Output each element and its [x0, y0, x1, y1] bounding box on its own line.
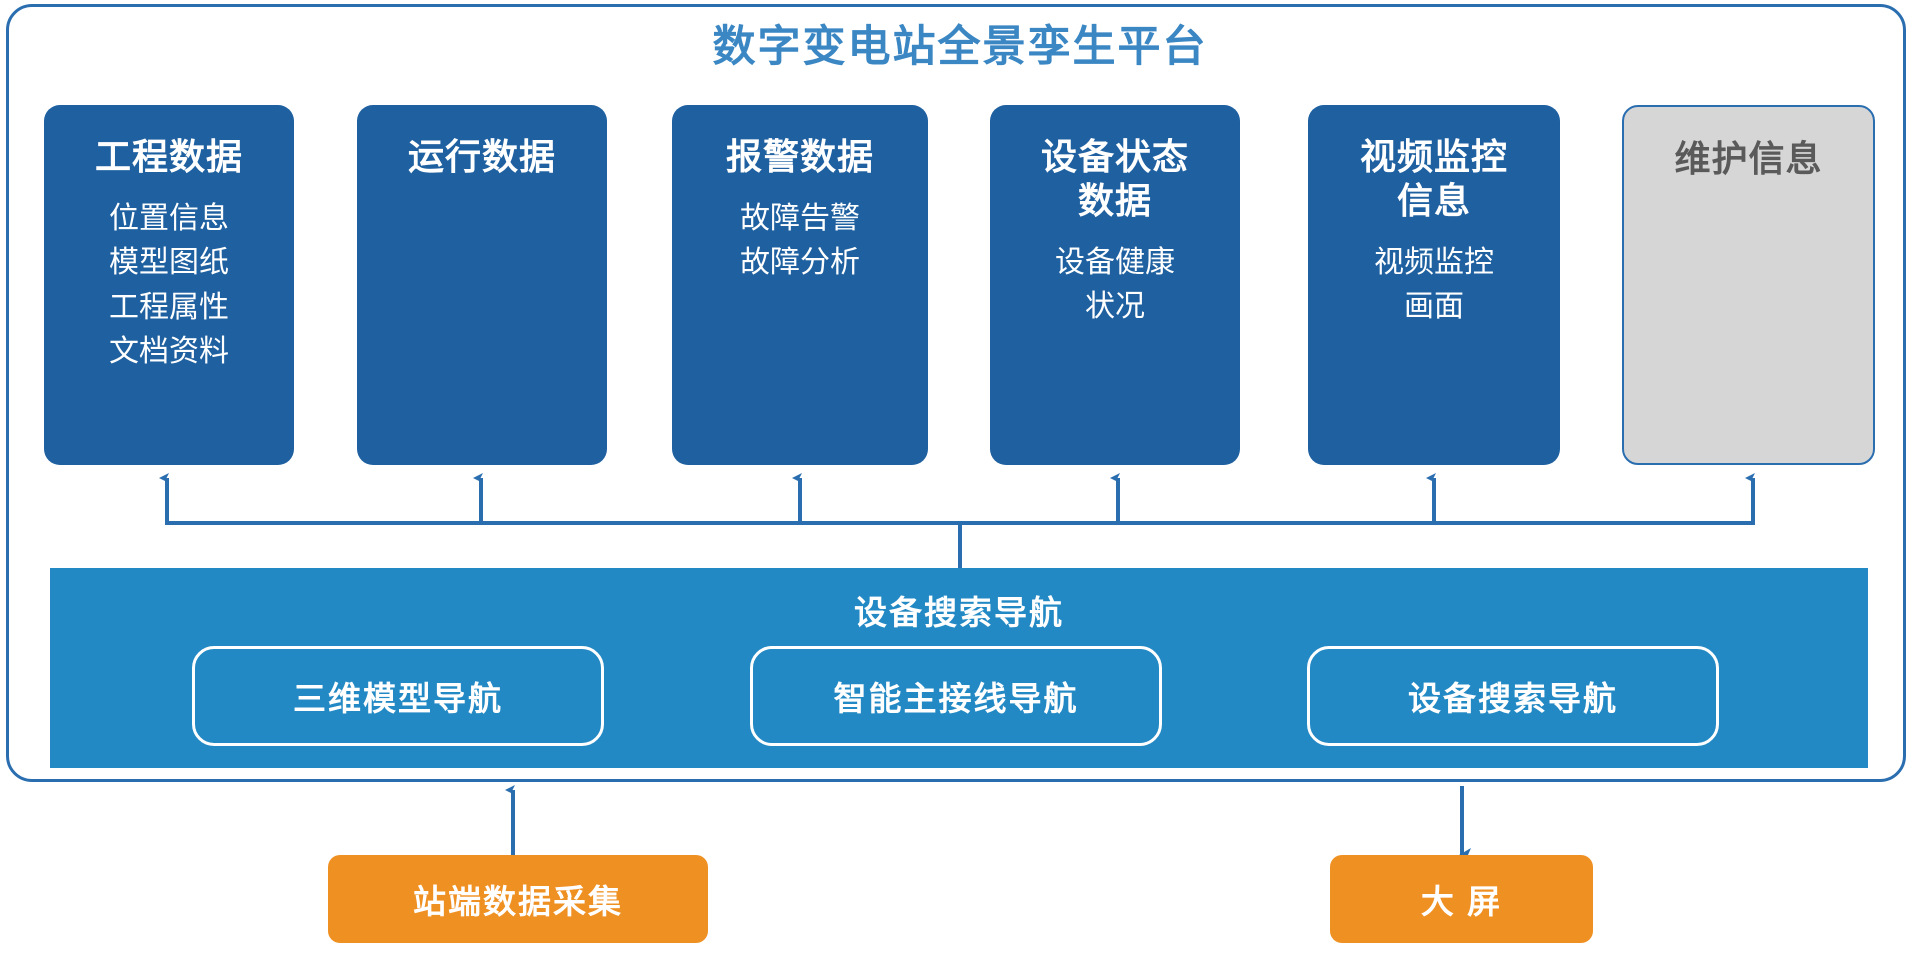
card-item: 状况: [1085, 290, 1145, 324]
card-title: 维护信息: [1674, 138, 1823, 179]
card-item: 画面: [1404, 290, 1464, 324]
card-title: 设备状态 数据: [990, 135, 1240, 223]
card-items: 故障告警 故障分析: [672, 197, 928, 286]
card-title: 运行数据: [407, 136, 556, 177]
card-title-line2: 信息: [1396, 179, 1471, 221]
data-card-operation[interactable]: 运行数据: [357, 105, 607, 465]
device-search-nav-band: 设备搜索导航 三维模型导航 智能主接线导航 设备搜索导航: [50, 568, 1868, 768]
nav-button-device-search[interactable]: 设备搜索导航: [1307, 646, 1719, 746]
card-items: 设备健康 状况: [990, 241, 1240, 330]
card-item: 设备健康: [1055, 245, 1175, 279]
card-title: 报警数据: [725, 136, 874, 177]
card-title: 视频监控 信息: [1308, 135, 1560, 223]
card-title-line2: 数据: [1077, 179, 1152, 221]
card-items: 位置信息 模型图纸 工程属性 文档资料: [44, 197, 294, 375]
card-item: 模型图纸: [109, 246, 229, 280]
nav-band-title: 设备搜索导航: [854, 594, 1064, 631]
card-item: 工程属性: [109, 290, 229, 324]
card-title: 工程数据: [94, 136, 243, 177]
large-screen-box[interactable]: 大 屏: [1330, 855, 1593, 943]
nav-button-3d-model[interactable]: 三维模型导航: [192, 646, 604, 746]
card-item: 故障分析: [740, 246, 860, 280]
data-card-row: 工程数据 位置信息 模型图纸 工程属性 文档资料 运行数据 报警数据 故障告警 …: [0, 105, 1920, 465]
card-items: 视频监控 画面: [1308, 241, 1560, 330]
page-title: 数字变电站全景孪生平台: [712, 23, 1208, 71]
card-item: 故障告警: [740, 201, 860, 235]
card-title-line1: 设备状态: [1040, 136, 1189, 177]
card-item: 位置信息: [109, 201, 229, 235]
card-title-line1: 视频监控: [1359, 136, 1508, 177]
nav-button-main-wiring[interactable]: 智能主接线导航: [750, 646, 1162, 746]
data-card-engineering[interactable]: 工程数据 位置信息 模型图纸 工程属性 文档资料: [44, 105, 294, 465]
data-card-maintenance[interactable]: 维护信息: [1622, 105, 1875, 465]
station-data-collection-box[interactable]: 站端数据采集: [328, 855, 708, 943]
data-card-video[interactable]: 视频监控 信息 视频监控 画面: [1308, 105, 1560, 465]
data-card-device-status[interactable]: 设备状态 数据 设备健康 状况: [990, 105, 1240, 465]
card-item: 视频监控: [1374, 245, 1494, 279]
card-item: 文档资料: [109, 335, 229, 369]
data-card-alarm[interactable]: 报警数据 故障告警 故障分析: [672, 105, 928, 465]
